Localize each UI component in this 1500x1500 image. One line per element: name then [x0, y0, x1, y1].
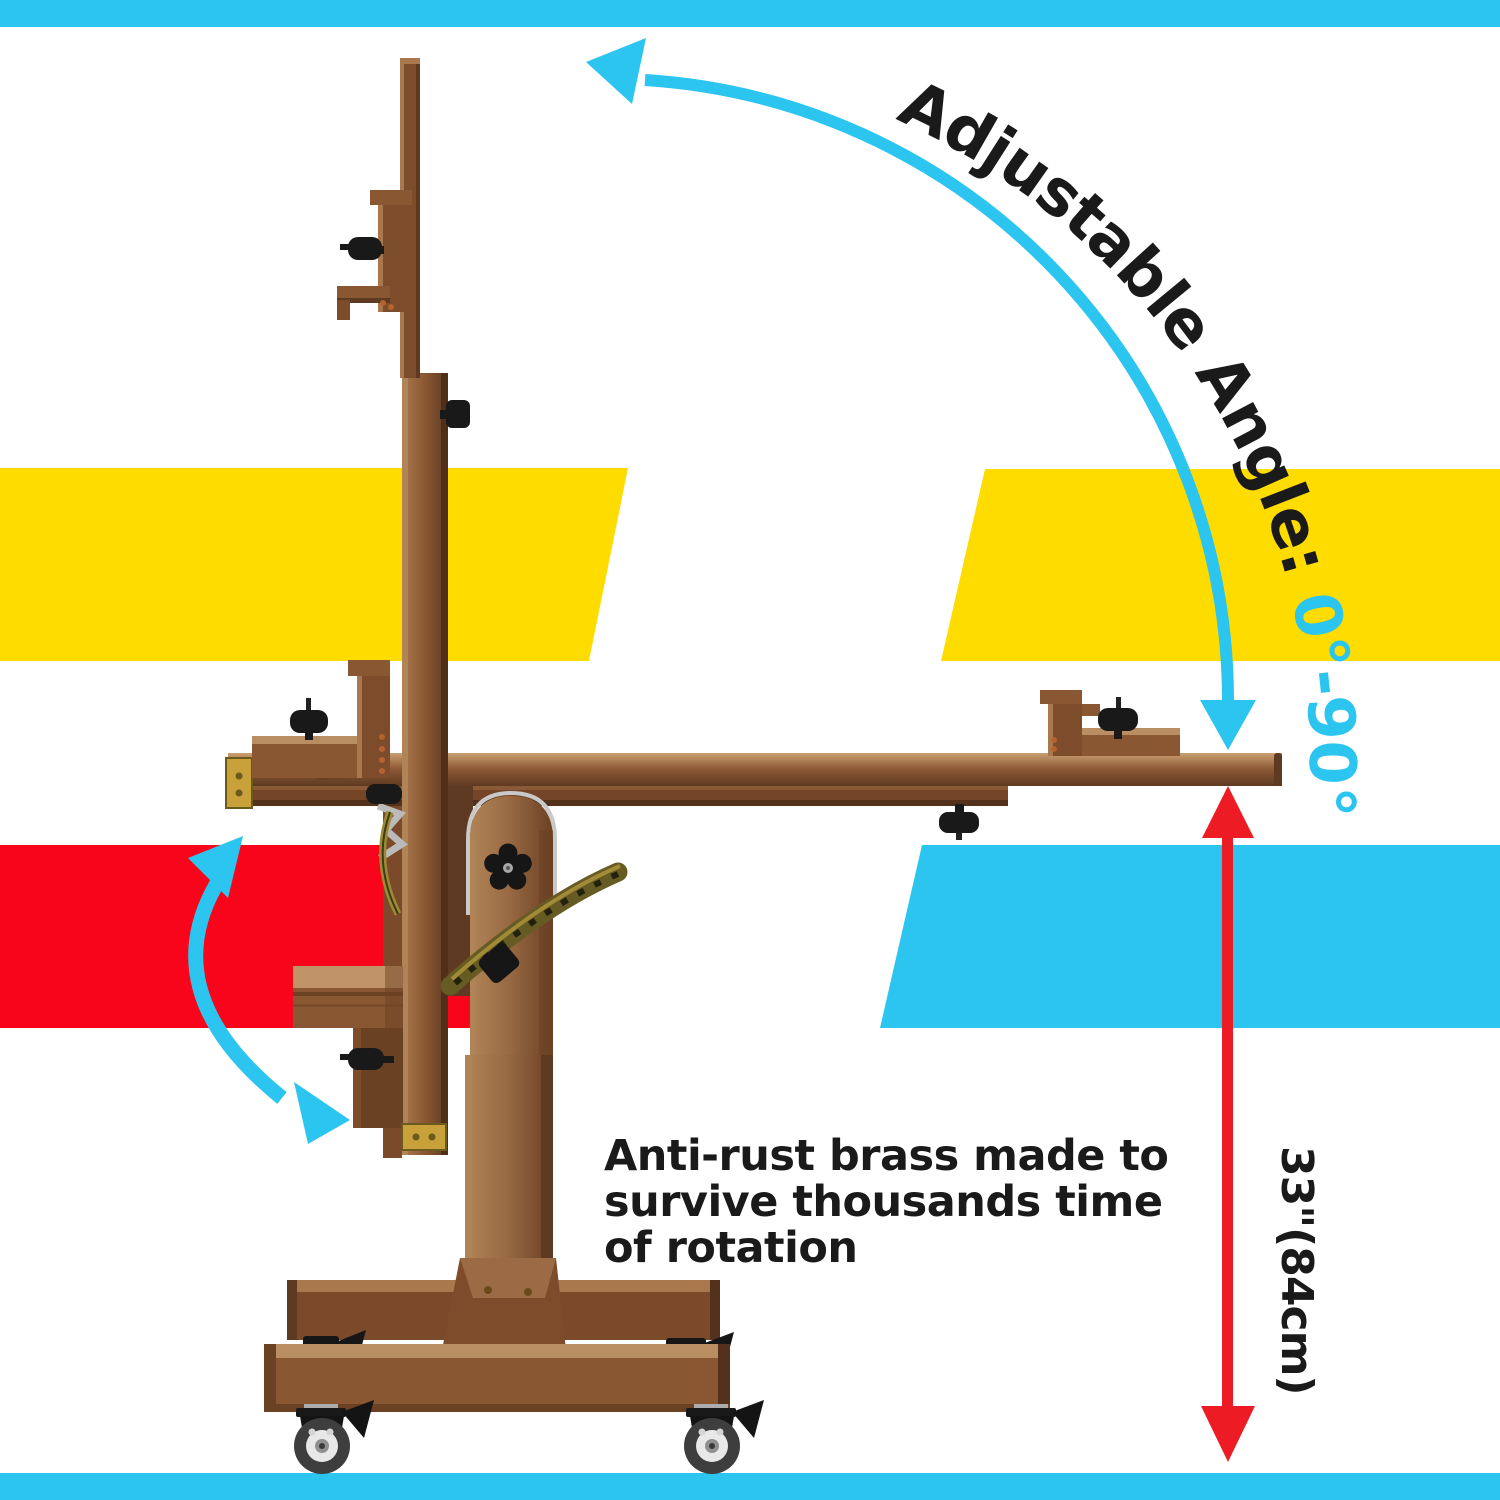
beam-under-knob — [939, 804, 979, 840]
rotation-arrow-head-top — [188, 836, 243, 898]
height-double-arrow — [1201, 786, 1255, 1462]
front-right-caster — [684, 1400, 764, 1474]
pivot-metal-band — [466, 790, 557, 915]
angle-sweep-arrow — [586, 38, 1256, 750]
brass-note-line3: of rotation — [604, 1223, 858, 1273]
pivot-star-knob — [484, 843, 532, 890]
cyan-stripe-right — [880, 845, 1500, 1028]
right-canvas-clamp — [1040, 690, 1180, 756]
shelf-knob — [340, 1048, 394, 1070]
brass-note-line2: survive thousands time — [604, 1177, 1163, 1227]
yellow-stripe-right — [941, 469, 1500, 661]
yellow-stripe-left — [0, 468, 628, 661]
top-cyan-bar — [0, 0, 1500, 27]
beam-brass-cap — [225, 757, 253, 809]
rotation-arrow-head-bottom — [294, 1082, 350, 1144]
left-canvas-clamp — [252, 660, 390, 780]
mast-side-knob — [440, 400, 470, 428]
center-column — [465, 1055, 553, 1265]
height-label: 33"(84cm) — [1271, 1146, 1322, 1395]
height-arrow-head-bottom — [1201, 1406, 1255, 1462]
hinge-hardware — [366, 784, 408, 916]
mast-brass-cap — [401, 1123, 447, 1151]
brass-rotation-arc — [440, 862, 628, 996]
lower-shelf — [293, 966, 447, 1151]
upper-holder-knob — [340, 237, 384, 260]
arc-slider-clamp — [478, 943, 520, 983]
upper-canvas-holder — [337, 190, 412, 320]
height-arrow-head-top — [1202, 786, 1254, 838]
hinge-knob — [366, 784, 402, 804]
left-clamp-knob — [290, 698, 328, 740]
angle-arrow-head-top — [586, 38, 646, 104]
bottom-cyan-bar — [0, 1473, 1500, 1500]
easel-illustration — [225, 58, 1282, 1474]
front-left-caster — [294, 1400, 374, 1474]
angle-arrow-head-bottom — [1200, 700, 1256, 750]
rotation-double-arrow — [188, 836, 350, 1144]
brass-note: Anti-rust brass made to survive thousand… — [604, 1131, 1169, 1273]
brass-note-line1: Anti-rust brass made to — [604, 1131, 1168, 1181]
easel-base — [264, 1258, 764, 1474]
right-clamp-knob — [1098, 697, 1138, 739]
